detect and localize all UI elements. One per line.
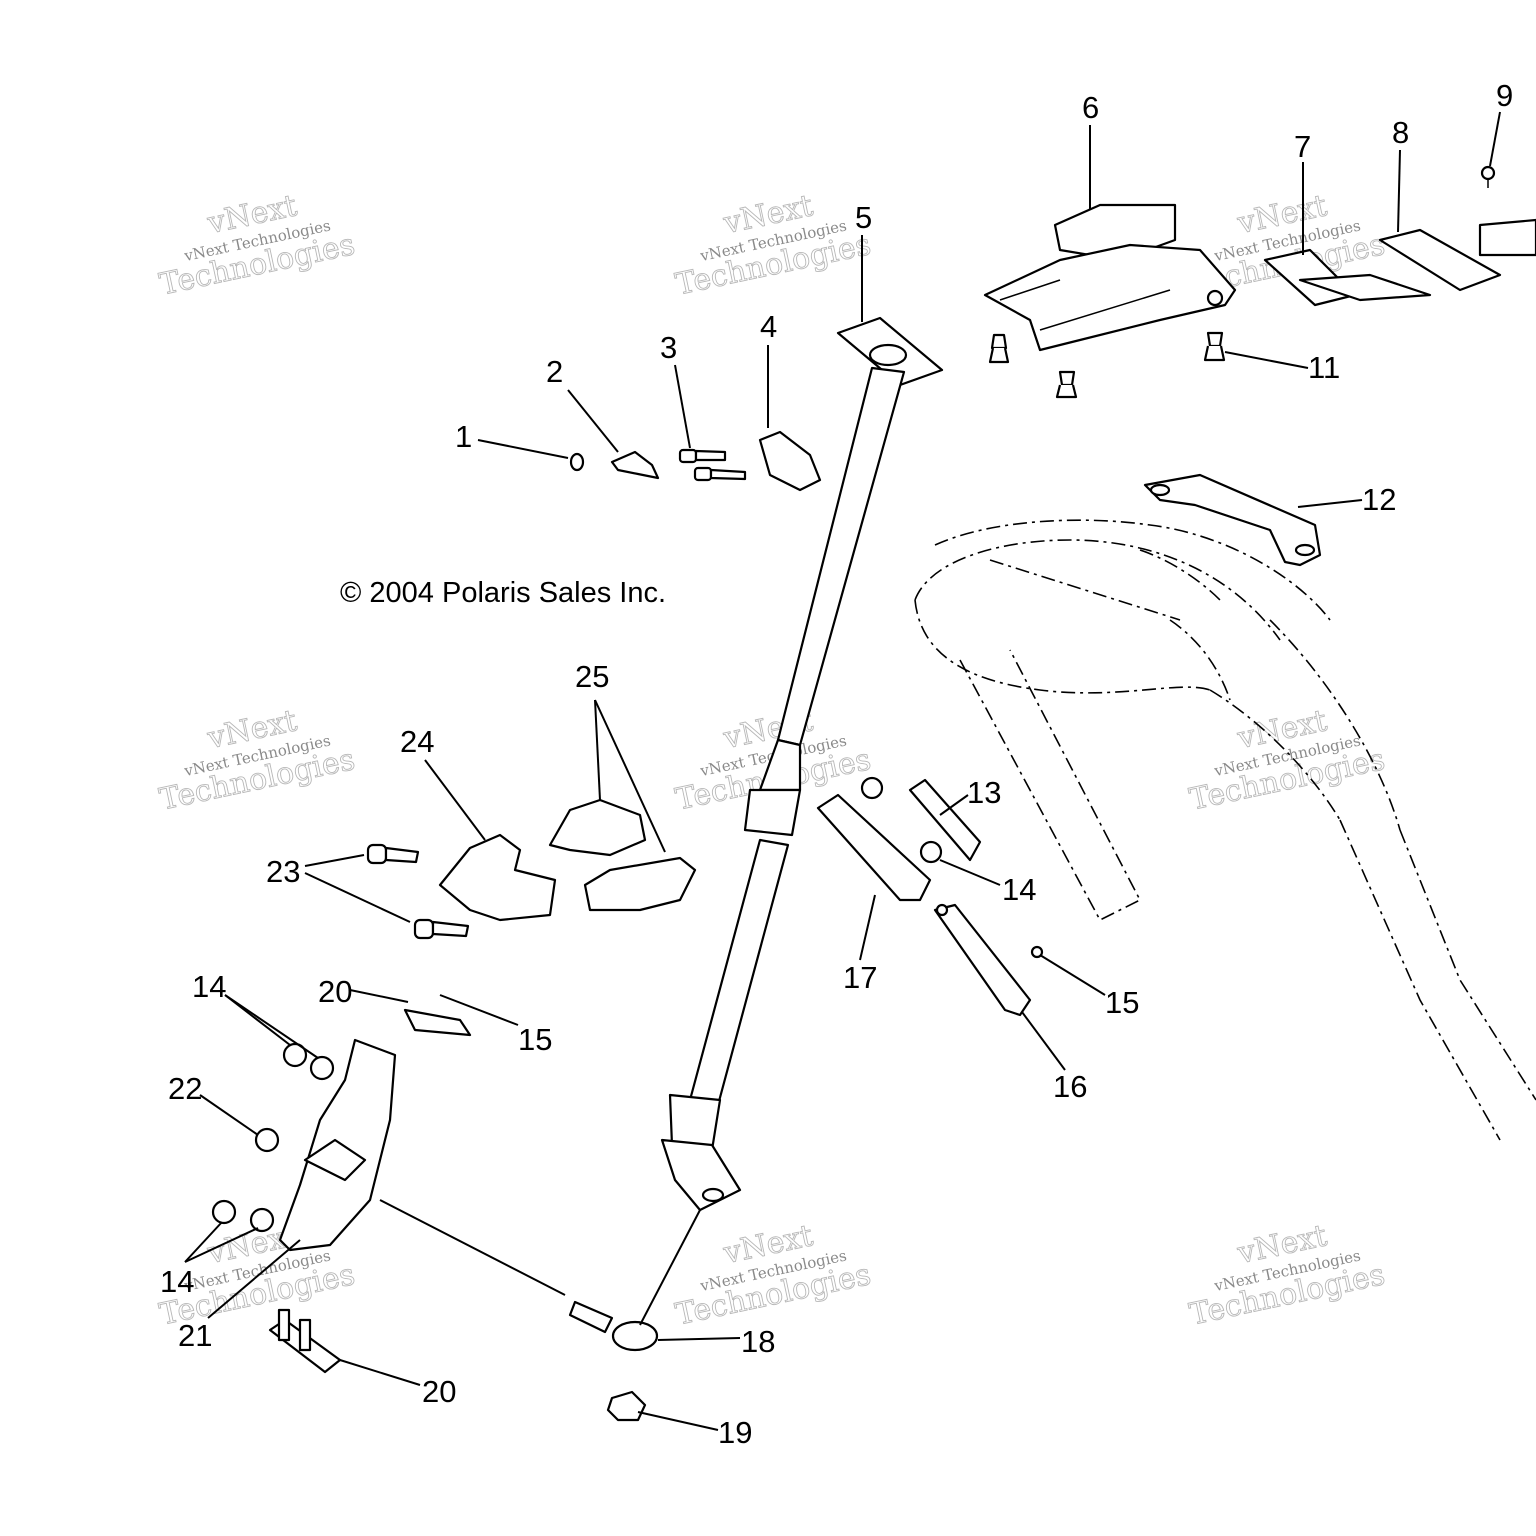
callout-19: 19 — [718, 1415, 752, 1450]
parts-23-24-25 — [366, 798, 697, 940]
lower-bracket-group — [211, 1008, 472, 1374]
watermark: vNext vNext Technologies Technologies — [1186, 703, 1388, 818]
callout-2: 2 — [546, 354, 563, 389]
watermark: vNext vNext Technologies Technologies — [156, 188, 358, 303]
watermark: vNext vNext Technologies Technologies — [672, 188, 874, 303]
parts-13-14-17 — [816, 776, 982, 902]
callout-20: 20 — [318, 974, 352, 1009]
callout-23: 23 — [266, 854, 300, 889]
phantom-frame-outline — [914, 519, 1536, 1141]
callout-21: 21 — [178, 1318, 212, 1353]
callout-7: 7 — [1294, 129, 1311, 164]
bolt-11-group — [988, 331, 1226, 399]
callout-24: 24 — [400, 724, 434, 759]
copyright-notice: © 2004 Polaris Sales Inc. — [340, 577, 666, 609]
callout-1: 1 — [455, 419, 472, 454]
steering-post — [660, 316, 944, 1212]
callout-20: 20 — [422, 1374, 456, 1409]
callout-9: 9 — [1496, 78, 1513, 113]
callout-14: 14 — [192, 969, 226, 1004]
callout-25: 25 — [575, 659, 609, 694]
callout-3: 3 — [660, 330, 677, 365]
callout-8: 8 — [1392, 115, 1409, 150]
callout-14: 14 — [160, 1264, 194, 1299]
callout-14: 14 — [1002, 872, 1036, 907]
callout-labels: 1 2 3 4 5 6 7 8 9 11 12 13 14 14 14 15 1… — [160, 78, 1513, 1450]
cover-plates — [1263, 165, 1536, 307]
callout-15: 15 — [1105, 985, 1139, 1020]
callout-12: 12 — [1362, 482, 1396, 517]
watermark: vNext vNext Technologies Technologies — [672, 1218, 874, 1333]
tie-rod-end — [568, 1300, 659, 1422]
callout-18: 18 — [741, 1324, 775, 1359]
callout-22: 22 — [168, 1071, 202, 1106]
handlebar-clamp-12 — [1143, 473, 1322, 567]
watermark: vNext vNext Technologies Technologies — [1186, 1218, 1388, 1333]
leader-lines — [184, 111, 1501, 1431]
callout-13: 13 — [967, 775, 1001, 810]
callout-16: 16 — [1053, 1069, 1087, 1104]
callout-11: 11 — [1308, 350, 1340, 385]
callout-6: 6 — [1082, 90, 1099, 125]
small-parts-1-4 — [569, 430, 822, 492]
handlebar-clamp-assembly — [983, 203, 1237, 352]
callout-5: 5 — [855, 200, 872, 235]
callout-17: 17 — [843, 960, 877, 995]
part-16 — [933, 903, 1044, 1017]
callout-15: 15 — [518, 1022, 552, 1057]
callout-4: 4 — [760, 309, 777, 344]
watermark: vNext vNext Technologies Technologies — [156, 703, 358, 818]
